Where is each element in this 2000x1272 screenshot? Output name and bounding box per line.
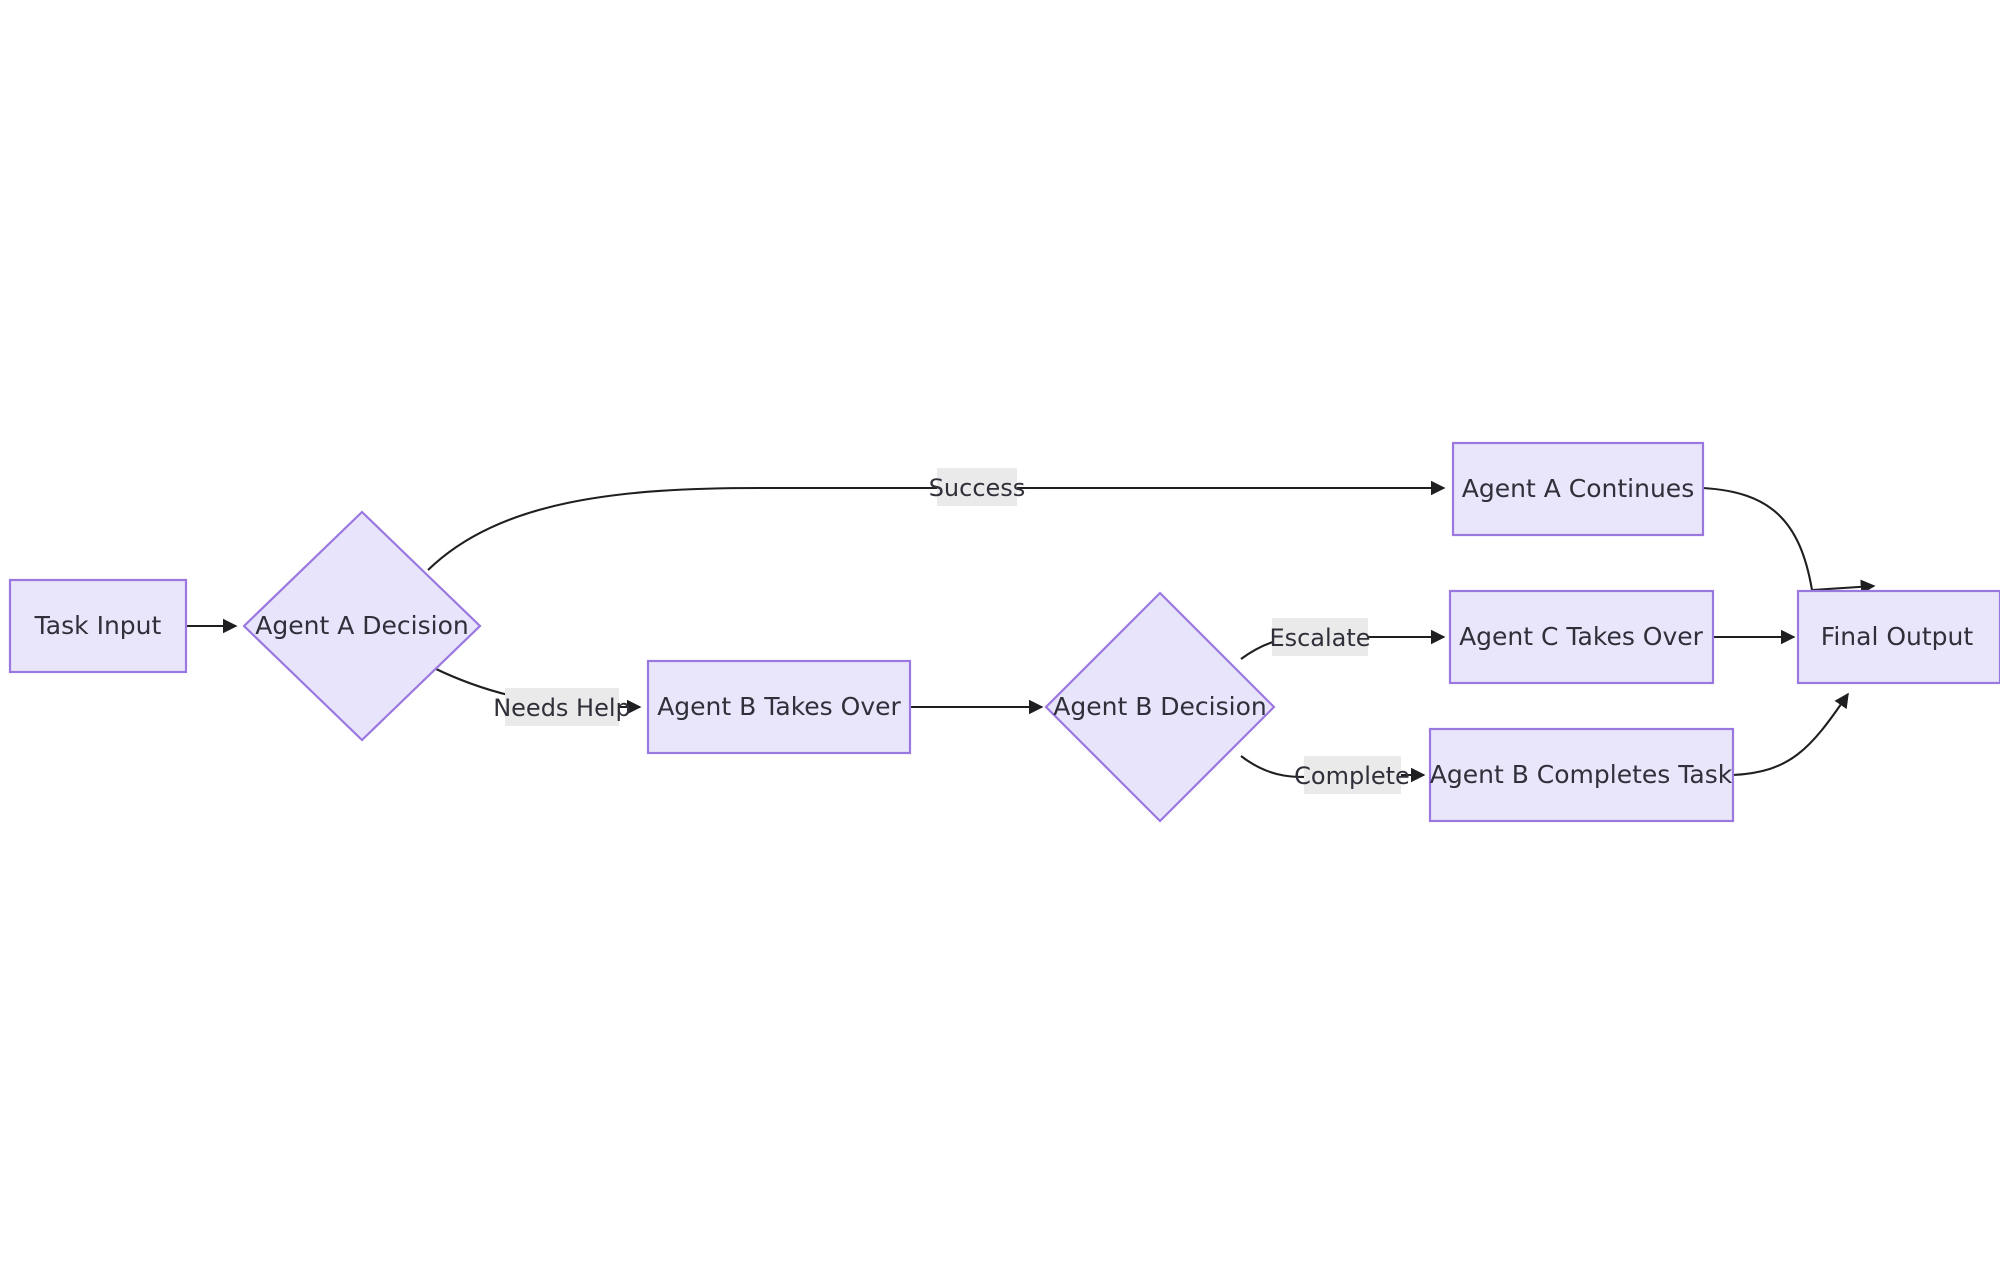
node-agent-a-decision-label: Agent A Decision bbox=[255, 611, 468, 640]
edge-agent-b-completes-task-to-final-output bbox=[1732, 692, 1849, 777]
node-agent-b-completes-task[interactable]: Agent B Completes Task bbox=[1428, 727, 1735, 823]
edge-label-escalate-text: Escalate bbox=[1269, 624, 1370, 652]
node-agent-b-takes-over-label: Agent B Takes Over bbox=[657, 692, 901, 721]
node-agent-b-takes-over[interactable]: Agent B Takes Over bbox=[646, 659, 912, 755]
edge-label-success: Success bbox=[929, 468, 1026, 506]
edge-label-needs-help-text: Needs Help bbox=[493, 694, 631, 722]
edge-label-complete: Complete bbox=[1294, 756, 1410, 794]
node-agent-a-decision[interactable]: Agent A Decision bbox=[242, 510, 482, 742]
node-agent-c-takes-over[interactable]: Agent C Takes Over bbox=[1448, 589, 1715, 685]
node-agent-a-continues[interactable]: Agent A Continues bbox=[1451, 441, 1705, 537]
edge-labels-layer: Success Needs Help Escalate Complete bbox=[493, 468, 1410, 794]
edge-agent-a-decision-to-agent-a-continues bbox=[427, 480, 1446, 571]
edge-label-needs-help: Needs Help bbox=[493, 688, 631, 726]
edge-agent-a-continues-to-final-output bbox=[1702, 486, 1876, 595]
node-agent-b-decision[interactable]: Agent B Decision bbox=[1044, 591, 1276, 823]
edge-label-complete-text: Complete bbox=[1294, 762, 1410, 790]
node-task-input-label: Task Input bbox=[34, 611, 162, 640]
node-final-output-label: Final Output bbox=[1821, 622, 1974, 651]
node-task-input[interactable]: Task Input bbox=[8, 578, 188, 674]
node-agent-b-completes-task-label: Agent B Completes Task bbox=[1430, 760, 1733, 789]
node-final-output[interactable]: Final Output bbox=[1796, 589, 2000, 685]
node-agent-c-takes-over-label: Agent C Takes Over bbox=[1459, 622, 1704, 651]
edge-label-escalate: Escalate bbox=[1269, 618, 1371, 656]
node-agent-b-decision-label: Agent B Decision bbox=[1053, 692, 1266, 721]
node-agent-a-continues-label: Agent A Continues bbox=[1462, 474, 1694, 503]
edge-label-success-text: Success bbox=[929, 474, 1026, 502]
nodes-layer: Task Input Agent A Decision Agent A Cont… bbox=[8, 441, 2000, 823]
